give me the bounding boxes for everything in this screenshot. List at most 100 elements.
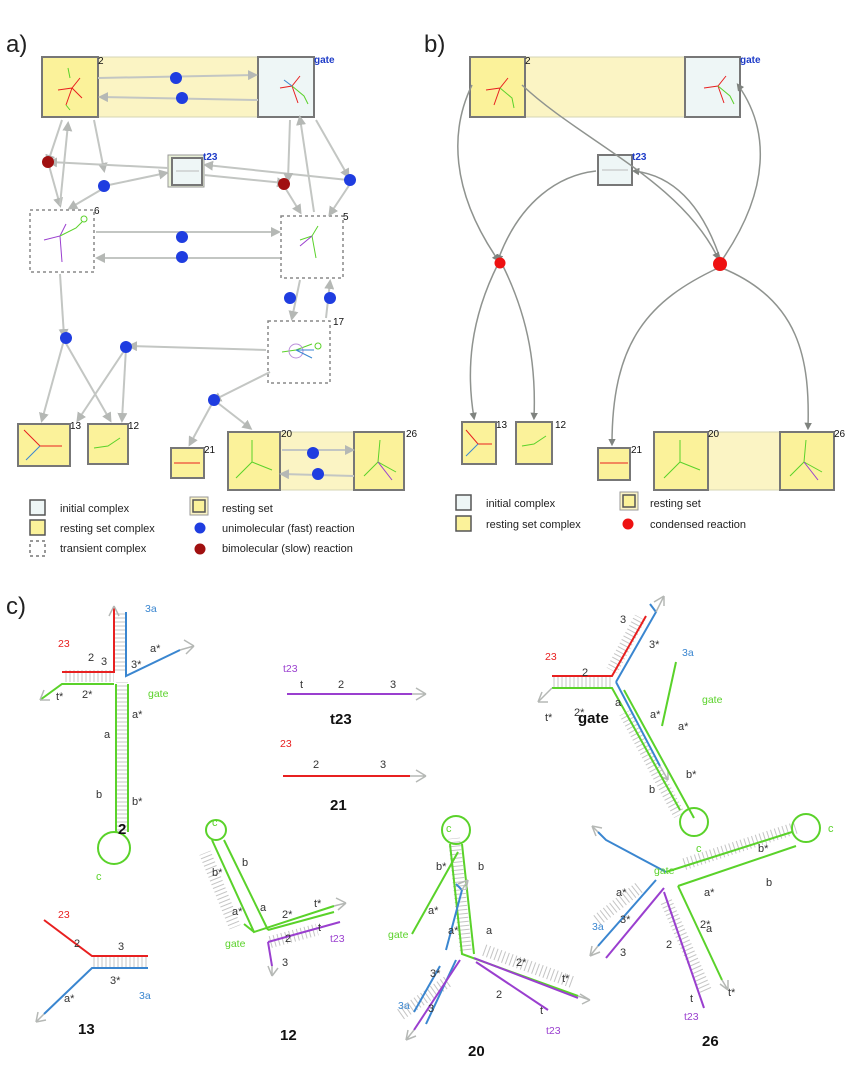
reactions-panel-a bbox=[42, 72, 356, 480]
strand-name-gate: gate bbox=[654, 865, 675, 877]
domain-label: t* bbox=[56, 691, 64, 703]
unimolecular-reaction[interactable] bbox=[344, 174, 356, 186]
domain-label: t bbox=[690, 993, 693, 1005]
legend-transient-swatch bbox=[29, 540, 46, 557]
node-20[interactable] bbox=[227, 431, 281, 491]
domain-label: a* bbox=[428, 905, 439, 917]
strand-name-23: 23 bbox=[545, 651, 557, 663]
strand-name-gate: gate bbox=[148, 688, 169, 700]
domain-label: 3 bbox=[282, 957, 288, 969]
domain-label: c bbox=[828, 823, 834, 835]
node-2-b[interactable] bbox=[469, 56, 526, 118]
domain-label: 2 bbox=[338, 679, 344, 691]
strand-name-23: 23 bbox=[280, 738, 292, 750]
unimolecular-reaction[interactable] bbox=[120, 341, 132, 353]
node-12[interactable] bbox=[87, 423, 129, 465]
node-gate-b[interactable] bbox=[684, 56, 741, 118]
strand-name-gate: gate bbox=[225, 938, 246, 950]
domain-label: 3 bbox=[380, 759, 386, 771]
strand-name-t23: t23 bbox=[684, 1011, 699, 1023]
unimolecular-reaction[interactable] bbox=[312, 468, 324, 480]
unimolecular-reaction[interactable] bbox=[98, 180, 110, 192]
structure-t23: t23 t 2 3 bbox=[283, 663, 427, 701]
domain-label: b* bbox=[758, 843, 769, 855]
mini-structures-b bbox=[465, 75, 823, 481]
structure-13: 23 2 3 3* 3a a* bbox=[35, 909, 151, 1023]
legend-bimolecular-text: bimolecular (slow) reaction bbox=[222, 543, 353, 555]
caption-12: 12 bbox=[280, 1027, 297, 1044]
legend-b-initial-swatch bbox=[455, 494, 472, 511]
domain-label: 2* bbox=[516, 957, 527, 969]
node-21-b-label: 21 bbox=[631, 445, 643, 456]
strand-name-3a: 3a bbox=[139, 990, 151, 1002]
domain-label: 3 bbox=[428, 1003, 434, 1015]
condensed-reaction[interactable] bbox=[494, 257, 506, 269]
node-2[interactable] bbox=[41, 56, 99, 118]
condensed-reaction[interactable] bbox=[713, 257, 727, 271]
unimolecular-reaction[interactable] bbox=[176, 231, 188, 243]
node-gate-label: gate bbox=[314, 55, 335, 66]
legend-bimolecular-dot bbox=[194, 543, 206, 555]
domain-label: t bbox=[300, 679, 303, 691]
node-21-b[interactable] bbox=[597, 447, 631, 481]
domain-label: c bbox=[696, 843, 702, 855]
panel-c: c) 3 3* a* 2 2* bbox=[6, 593, 834, 1060]
structure-2: 3 3* a* 2 2* t* a a* b b* c 23 3a gate bbox=[39, 603, 195, 883]
unimolecular-reaction[interactable] bbox=[208, 394, 220, 406]
domain-label: 3* bbox=[620, 914, 631, 926]
caption-2: 2 bbox=[118, 821, 126, 838]
node-21-label: 21 bbox=[204, 445, 216, 456]
legend-initial-text: initial complex bbox=[60, 503, 130, 515]
unimolecular-reaction[interactable] bbox=[307, 447, 319, 459]
legend-resting-set-text: resting set bbox=[222, 503, 273, 515]
unimolecular-reaction[interactable] bbox=[176, 92, 188, 104]
strand-name-t23: t23 bbox=[546, 1025, 561, 1037]
domain-label: a* bbox=[64, 993, 75, 1005]
legend-resting-complex-swatch bbox=[29, 519, 46, 536]
node-6-label: 6 bbox=[94, 206, 100, 217]
domain-label: 2* bbox=[574, 707, 585, 719]
domain-label: a bbox=[706, 923, 713, 935]
bimolecular-reaction[interactable] bbox=[42, 156, 54, 168]
panel-b: b) 2 gate t23 13 12 21 20 26 bbox=[424, 31, 846, 532]
unimolecular-reaction[interactable] bbox=[284, 292, 296, 304]
node-26-b[interactable] bbox=[779, 431, 835, 491]
node-6[interactable] bbox=[29, 209, 95, 273]
node-2-b-label: 2 bbox=[525, 56, 531, 67]
domain-label: 3 bbox=[101, 656, 107, 668]
unimolecular-reaction[interactable] bbox=[170, 72, 182, 84]
domain-label: 2 bbox=[74, 938, 80, 950]
legend-b-initial-text: initial complex bbox=[486, 498, 556, 510]
legend-transient-text: transient complex bbox=[60, 543, 147, 555]
domain-label: t* bbox=[562, 973, 570, 985]
domain-label: a* bbox=[704, 887, 715, 899]
node-12-b-label: 12 bbox=[555, 420, 567, 431]
strand-name-23: 23 bbox=[58, 638, 70, 650]
domain-label: 3* bbox=[649, 639, 660, 651]
domain-label: 3 bbox=[390, 679, 396, 691]
node-12-b[interactable] bbox=[515, 421, 553, 465]
domain-label: b* bbox=[686, 769, 697, 781]
domain-label: a bbox=[486, 925, 493, 937]
node-5[interactable] bbox=[280, 215, 344, 279]
unimolecular-reaction[interactable] bbox=[60, 332, 72, 344]
node-2-label: 2 bbox=[98, 56, 104, 67]
domain-label: 2 bbox=[88, 652, 94, 664]
panel-a-label: a) bbox=[6, 31, 27, 58]
structure-12: c b b* a a* 2* t* 2 t t23 gate 3 bbox=[199, 817, 347, 977]
node-20-label: 20 bbox=[281, 429, 293, 440]
strand-name-3a: 3a bbox=[398, 1000, 410, 1012]
structure-26: gate a* 3* 3a 3 2 2* a* a b* b c t t* t2… bbox=[589, 813, 834, 1023]
legend-panel-b: initial complex resting set complex rest… bbox=[455, 491, 746, 532]
node-gate-b-label: gate bbox=[740, 55, 761, 66]
bimolecular-reaction[interactable] bbox=[278, 178, 290, 190]
node-26[interactable] bbox=[353, 431, 405, 491]
unimolecular-reaction[interactable] bbox=[176, 251, 188, 263]
domain-label: a bbox=[104, 729, 111, 741]
node-20-b[interactable] bbox=[653, 431, 709, 491]
node-13-b-label: 13 bbox=[496, 420, 508, 431]
unimolecular-reaction[interactable] bbox=[324, 292, 336, 304]
legend-b-resting-complex-text: resting set complex bbox=[486, 519, 581, 531]
node-13-b[interactable] bbox=[461, 421, 497, 465]
domain-label: 3 bbox=[620, 614, 626, 626]
